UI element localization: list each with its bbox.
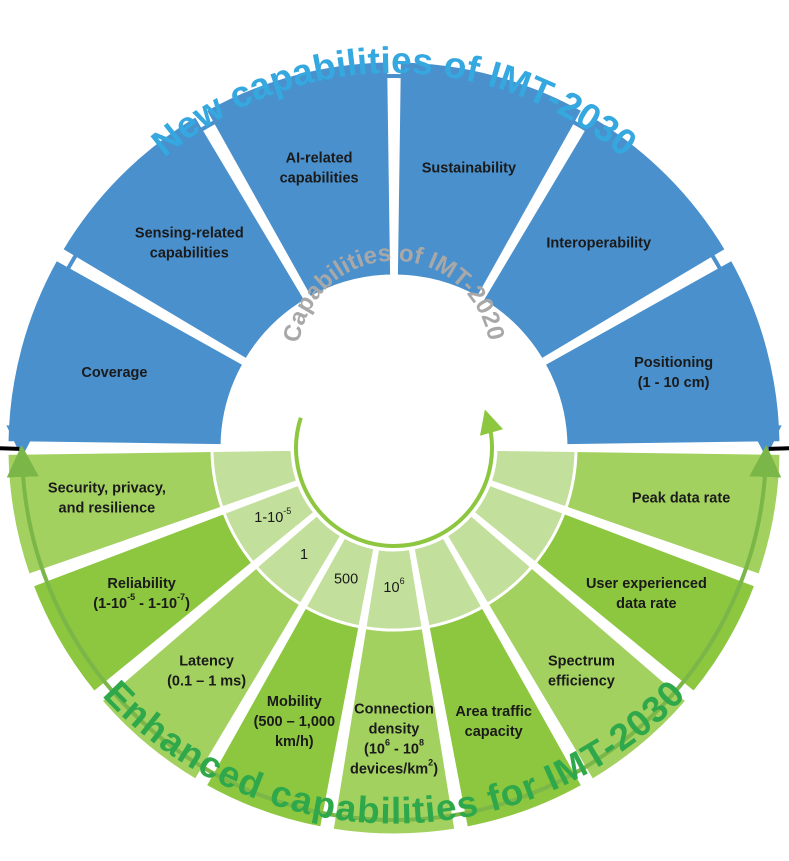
imt2020-ring-segment-reliability <box>221 482 318 566</box>
enhanced-capability-label-peak-data-rate: Peak data rate <box>632 490 730 506</box>
new-capability-interoperability <box>480 113 729 362</box>
new-capability-label-positioning: Positioning(1 - 10 cm) <box>634 355 713 391</box>
imt2020-ring-segment-spectrum-efficiency <box>444 512 534 607</box>
imt2020-value-mobility: 500 <box>334 571 358 587</box>
imt2020-ring-segment-mobility <box>303 534 377 629</box>
new-capabilities-title: New capabilities of IMT-2030 <box>144 40 645 164</box>
imt2020-value-reliability: 1-10-5​ <box>254 506 291 525</box>
left-divider-tick <box>0 446 20 451</box>
enhanced-capabilities-arrow-left <box>6 444 395 822</box>
imt2020-ring-segment-latency <box>254 512 344 607</box>
new-capability-ai <box>203 59 394 300</box>
enhanced-capability-label-reliability: Reliability(1-10-5​ - 1-10-7​) <box>93 576 190 612</box>
imt2020-value-connection-density: 106​ <box>383 576 404 595</box>
imt2020-ring-segment-area-traffic-capacity <box>411 534 485 629</box>
new-capability-label-interoperability: Interoperability <box>546 235 651 251</box>
imt2020-ring-segment-peak-data-rate <box>488 447 578 510</box>
new-capabilities-arrow-left <box>6 74 388 458</box>
new-capability-sustainability <box>394 59 585 300</box>
new-capability-label-sustainability: Sustainability <box>422 160 516 176</box>
imt2020-ring-segment-user-experienced-data-rate <box>470 482 567 566</box>
imt2020-ring-segment-connection-density <box>363 546 425 632</box>
new-capability-coverage <box>5 257 246 448</box>
imt2020-ring-segment-security <box>210 447 300 510</box>
enhanced-capabilities-arrow-right <box>393 444 782 822</box>
right-divider-tick <box>768 446 789 451</box>
new-capability-sensing <box>59 113 308 362</box>
enhanced-capability-label-security: Security, privacy,and resilience <box>48 480 166 516</box>
imt2020-value-latency: 1 <box>300 547 308 563</box>
enhanced-capability-label-latency: Latency(0.1 – 1 ms) <box>167 653 246 689</box>
new-capability-label-coverage: Coverage <box>81 365 147 381</box>
imt2020-arrow <box>294 409 504 548</box>
new-capabilities-arrow-right <box>387 74 782 458</box>
